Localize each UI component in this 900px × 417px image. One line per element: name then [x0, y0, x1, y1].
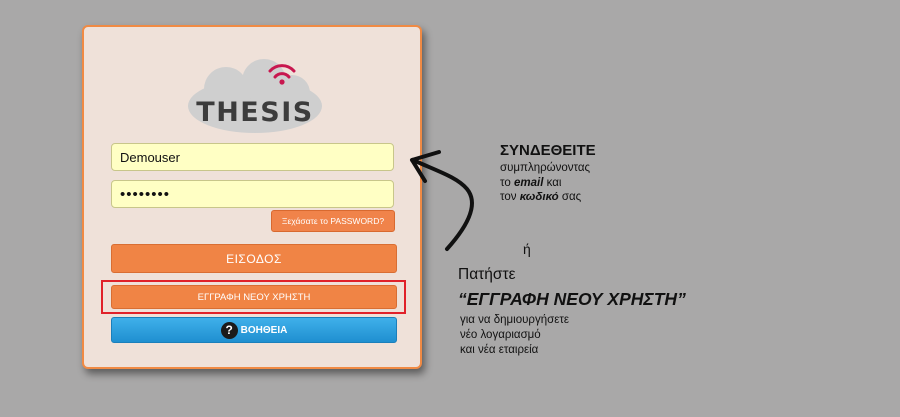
question-icon: ? — [220, 321, 238, 339]
annotation-press: Πατήστε — [458, 266, 516, 283]
annotation-register-details: για να δημιουργήσετε νέο λογαριασμό και … — [460, 313, 569, 358]
logo-text: THESIS — [196, 97, 313, 128]
register-button[interactable]: ΕΓΓΡΑΦΗ ΝΕΟΥ ΧΡΗΣΤΗ — [111, 285, 397, 309]
wifi-icon — [268, 64, 296, 79]
forgot-password-button[interactable]: Ξεχάσατε το PASSWORD? — [271, 210, 395, 232]
annotation-or: ή — [523, 241, 531, 257]
thesis-logo: THESIS — [188, 59, 322, 133]
annotation-instructions: συμπληρώνοντας το email και τον κωδικό σ… — [500, 161, 590, 205]
annotation-line-2: το email και — [500, 176, 562, 189]
username-input[interactable] — [111, 143, 394, 171]
annotation-line-5: νέο λογαριασμό — [460, 329, 541, 341]
help-label: ΒΟΗΘΕΙΑ — [240, 324, 288, 336]
annotation-line-4: για να δημιουργήσετε — [460, 314, 569, 326]
password-input[interactable] — [111, 180, 394, 208]
annotation-register-quote: “ΕΓΓΡΑΦΗ ΝΕΟΥ ΧΡΗΣΤΗ” — [458, 289, 686, 309]
help-button[interactable]: ? ΒΟΗΘΕΙΑ — [111, 317, 397, 343]
register-highlight-frame — [101, 280, 406, 314]
hand-drawn-arrow-icon — [410, 150, 474, 251]
annotation-heading: ΣΥΝΔΕΘΕΙΤΕ — [500, 142, 596, 159]
login-button[interactable]: ΕΙΣΟΔΟΣ — [111, 244, 397, 273]
annotation-line-6: και νέα εταιρεία — [460, 344, 539, 356]
login-card: THESIS Ξεχάσατε το PASSWORD? ΕΙΣΟΔΟΣ ΕΓΓ… — [82, 25, 422, 369]
annotation-line-1: συμπληρώνοντας — [500, 162, 591, 174]
annotation-line-3: τον κωδικό σας — [500, 191, 582, 203]
